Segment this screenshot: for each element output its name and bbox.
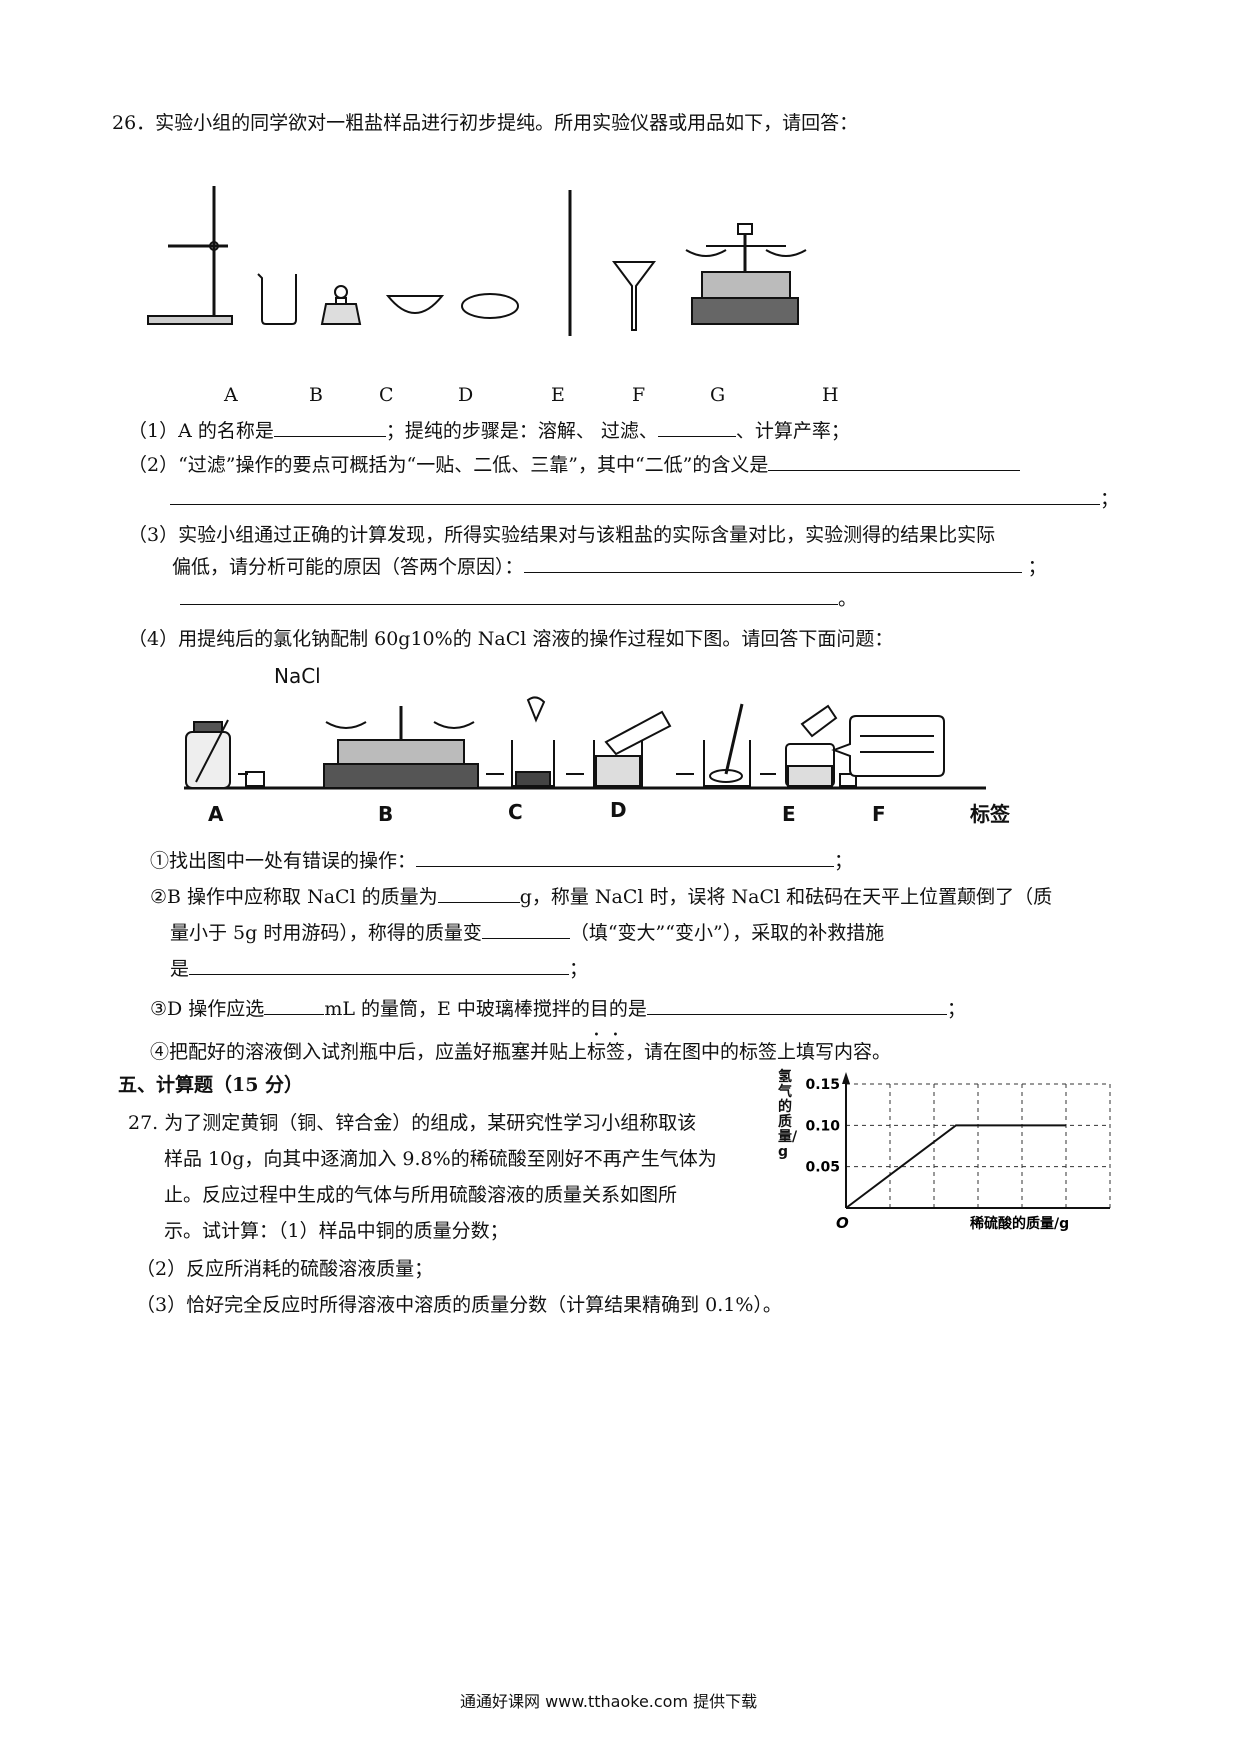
q26-part4: （4）用提纯后的氯化钠配制 60g10%的 NaCl 溶液的操作过程如下图。请回… (128, 628, 894, 650)
label-card-icon (831, 715, 945, 777)
evaporating-dish-icon (385, 295, 445, 314)
fig2-label-c: C (508, 800, 523, 824)
answer-blank-12[interactable] (646, 996, 947, 1015)
beaker-icon (703, 703, 751, 787)
q27-line3: 止。反应过程中生成的气体与所用硫酸溶液的质量关系如图所 (164, 1184, 678, 1206)
answer-blank-11[interactable] (264, 996, 325, 1015)
q27-line6: （3）恰好完全反应时所得溶液中溶质的质量分数（计算结果精确到 0.1%）。 (136, 1294, 782, 1316)
answer-blank-4[interactable] (170, 486, 1100, 505)
fig2-label-e: E (782, 802, 796, 826)
y-tick-label: 0.05 (805, 1160, 840, 1176)
apparatus-figure (147, 186, 807, 336)
answer-blank-2[interactable] (657, 418, 736, 437)
x-axis-label: 稀硫酸的质量/g (970, 1215, 1069, 1232)
beaker-icon (257, 273, 297, 325)
fig2-label-a: A (208, 802, 224, 826)
answer-blank-10[interactable] (189, 956, 570, 975)
balance-icon (323, 706, 479, 789)
q26-part2: （2）“过滤”操作的要点可概括为“一贴、二低、三靠”，其中“二低”的含义是 (128, 450, 1021, 477)
q26-part2-line2: ； (170, 484, 1119, 511)
q26-sub2-line2: 量小于 5g 时用游码），称得的质量变（填“变大”“变小”），采取的补救措施 (170, 920, 885, 944)
apparatus-label-f: F (632, 384, 646, 406)
fig2-label-b: B (378, 802, 394, 826)
chart-grid (846, 1083, 1111, 1208)
q26-part3-line1: （3）实验小组通过正确的计算发现，所得实验结果对与该粗盐的实际含量对比，实验测得… (128, 524, 996, 546)
apparatus-label-b: B (309, 384, 323, 406)
apparatus-label-e: E (551, 384, 565, 406)
solution-preparation-figure (184, 696, 986, 790)
apparatus-label-h: H (822, 384, 839, 406)
answer-blank-6[interactable] (180, 586, 838, 605)
q26-sub4: ④把配好的溶液倒入试剂瓶中后，应盖好瓶塞并贴上标签，请在图中的标签上填写内容。 (150, 1041, 892, 1063)
answer-blank-3[interactable] (768, 452, 1021, 471)
fig2-label-f: F (872, 802, 886, 826)
answer-blank-5[interactable] (523, 554, 1022, 573)
q26-part3-line2: 偏低，请分析可能的原因（答两个原因）： ； (172, 554, 1047, 578)
q26-sub2-line3: 是； (170, 956, 589, 980)
series-line (845, 1124, 1066, 1209)
fig2-nacl-label: NaCl (274, 664, 321, 688)
apparatus-label-g: G (710, 384, 726, 406)
q27-line5: （2）反应所消耗的硫酸溶液质量； (136, 1258, 434, 1280)
y-axis-arrow (842, 1072, 850, 1084)
balance-icon (685, 223, 807, 325)
q26-part3-line3: 。 (180, 584, 857, 611)
watch-glass-icon (461, 293, 519, 319)
q27-line4: 示。试计算：（1）样品中铜的质量分数； (164, 1220, 509, 1242)
answer-blank-7[interactable] (416, 848, 835, 867)
fig2-label-d: D (610, 798, 627, 822)
q27-line2: 样品 10g，向其中逐滴加入 9.8%的稀硫酸至刚好不再产生气体为 (164, 1148, 717, 1170)
iron-stand-icon (147, 186, 233, 325)
fig2-label-tag: 标签 (970, 802, 1010, 826)
answer-blank-1[interactable] (273, 418, 386, 437)
reagent-jar-icon (185, 719, 265, 789)
apparatus-label-a: A (224, 384, 238, 406)
page-footer: 通通好课网 www.tthaoke.com 提供下载 (460, 1692, 758, 1711)
origin-label: O (836, 1214, 849, 1232)
beaker-icon (511, 696, 555, 787)
apparatus-label-d: D (458, 384, 474, 406)
q26-part1: （1）A 的名称是；提纯的步骤是：溶解、 过滤、、计算产率； (128, 418, 850, 442)
section-title: 五、计算题（15 分） (118, 1074, 304, 1096)
q26-intro: 26．实验小组的同学欲对一粗盐样品进行初步提纯。所用实验仪器或用品如下，请回答： (112, 112, 859, 134)
alcohol-lamp-icon (320, 285, 362, 325)
answer-blank-8[interactable] (437, 884, 520, 903)
y-axis-label: 氢气的质量/g (778, 1069, 798, 1160)
apparatus-label-c: C (379, 384, 394, 406)
y-tick-label: 0.10 (805, 1118, 840, 1134)
q27-line1: 27. 为了测定黄铜（铜、锌合金）的组成，某研究性学习小组称取该 (128, 1112, 697, 1134)
reagent-bottle-icon (785, 704, 857, 787)
hydrogen-mass-chart: 0.15 0.10 0.05 O 稀硫酸的质量/g (805, 1072, 1111, 1232)
q26-sub1: ①找出图中一处有错误的操作：； (150, 848, 854, 872)
beaker-icon (593, 710, 672, 787)
answer-blank-9[interactable] (481, 920, 570, 939)
funnel-icon (612, 261, 656, 331)
y-tick-label: 0.15 (805, 1077, 840, 1093)
